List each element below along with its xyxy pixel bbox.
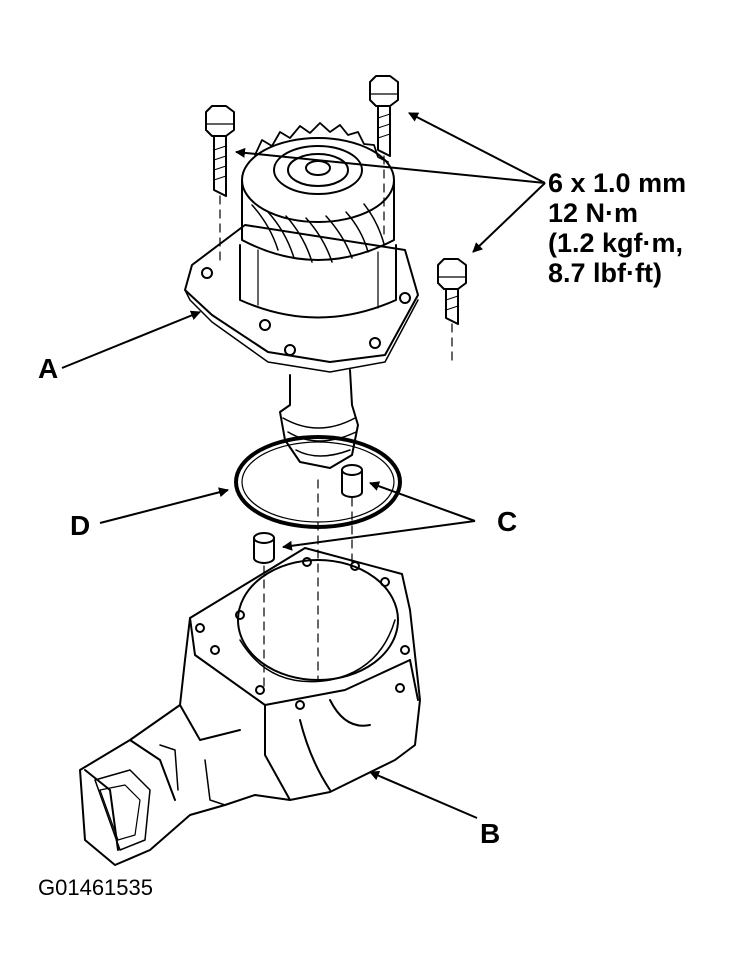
bolt-spec-torque-lbfft: 8.7 lbf·ft) xyxy=(548,258,662,288)
bolt-spec-torque-kgfm: (1.2 kgf·m, xyxy=(548,228,684,258)
flange-bolt-right xyxy=(437,258,467,325)
bolt-spec: 6 x 1.0 mm 12 N·m (1.2 kgf·m, 8.7 lbf·ft… xyxy=(548,168,686,288)
callout-b: B xyxy=(480,818,501,849)
flange-bolt-top-right xyxy=(369,75,399,157)
callout-d: D xyxy=(70,510,91,541)
leader-d xyxy=(99,487,229,524)
leader-c-lower xyxy=(282,520,476,551)
leader-spec-bolt-right xyxy=(472,182,546,253)
figure-id: G01461535 xyxy=(38,875,153,900)
bolt-spec-torque-nm: 12 N·m xyxy=(548,198,639,228)
leader-spec-bolt-top xyxy=(408,112,546,184)
leader-a xyxy=(61,310,201,369)
alignment-lines xyxy=(219,155,453,691)
callout-c: C xyxy=(497,506,518,537)
callout-a: A xyxy=(38,353,59,384)
leader-b xyxy=(369,770,478,819)
lower-housing-b xyxy=(79,547,421,866)
leader-c-upper xyxy=(369,481,476,522)
leader-spec-bolt-left xyxy=(235,147,546,184)
bolt-spec-size: 6 x 1.0 mm xyxy=(548,168,687,198)
flange-bolt-left xyxy=(205,105,235,197)
dowel-pins-c xyxy=(253,464,363,564)
gear-assembly-a xyxy=(184,122,419,469)
